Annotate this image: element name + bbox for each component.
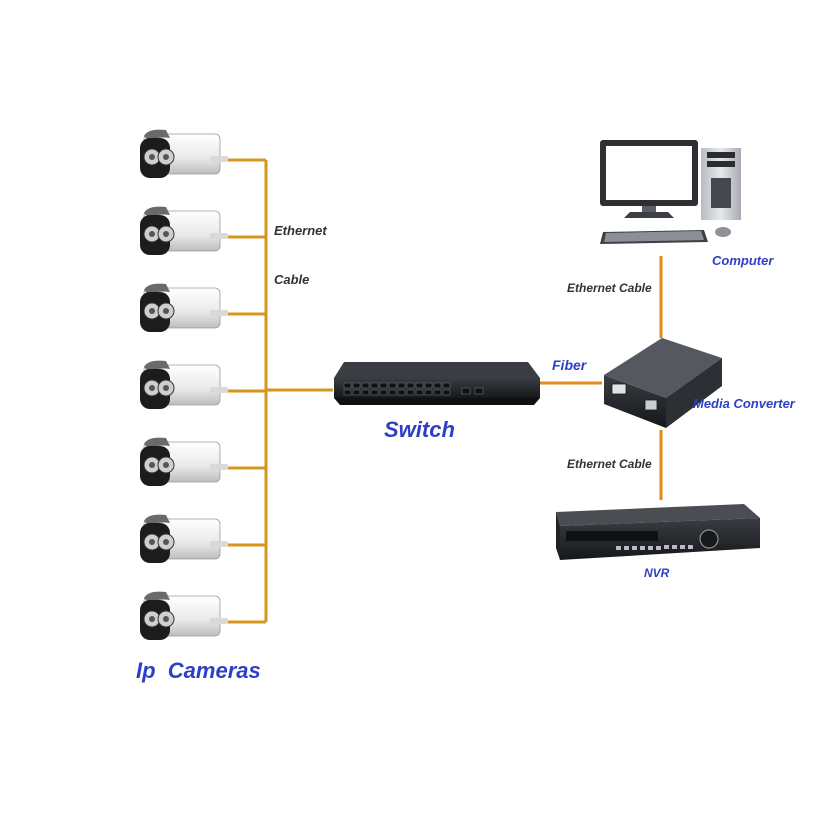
ethernet-label: Ethernet (274, 223, 327, 238)
fiber-label: Fiber (552, 357, 587, 373)
cable-label: Cable (274, 272, 310, 287)
network-switch-icon (334, 362, 540, 405)
ip-cameras-label: Ip Cameras (136, 658, 261, 683)
ethernet-cable-bus (228, 158, 333, 624)
media-converter-label: Media Converter (693, 396, 795, 411)
ip-camera-icon (140, 283, 228, 332)
ip-camera-icon (140, 129, 228, 178)
ethernet-cable-top-label: Ethernet Cable (567, 281, 652, 295)
ip-camera-icon (140, 591, 228, 640)
computer-icon (600, 140, 741, 244)
ip-camera-icon (140, 437, 228, 486)
ip-camera-icon (140, 206, 228, 255)
computer-label: Computer (712, 253, 774, 268)
switch-label: Switch (384, 417, 455, 442)
nvr-icon (556, 504, 760, 560)
media-converter-icon (604, 338, 722, 428)
ethernet-cable-bottom-label: Ethernet Cable (567, 457, 652, 471)
ip-camera-icon (140, 514, 228, 563)
nvr-label: NVR (644, 566, 670, 580)
ip-camera-icon (140, 360, 228, 409)
